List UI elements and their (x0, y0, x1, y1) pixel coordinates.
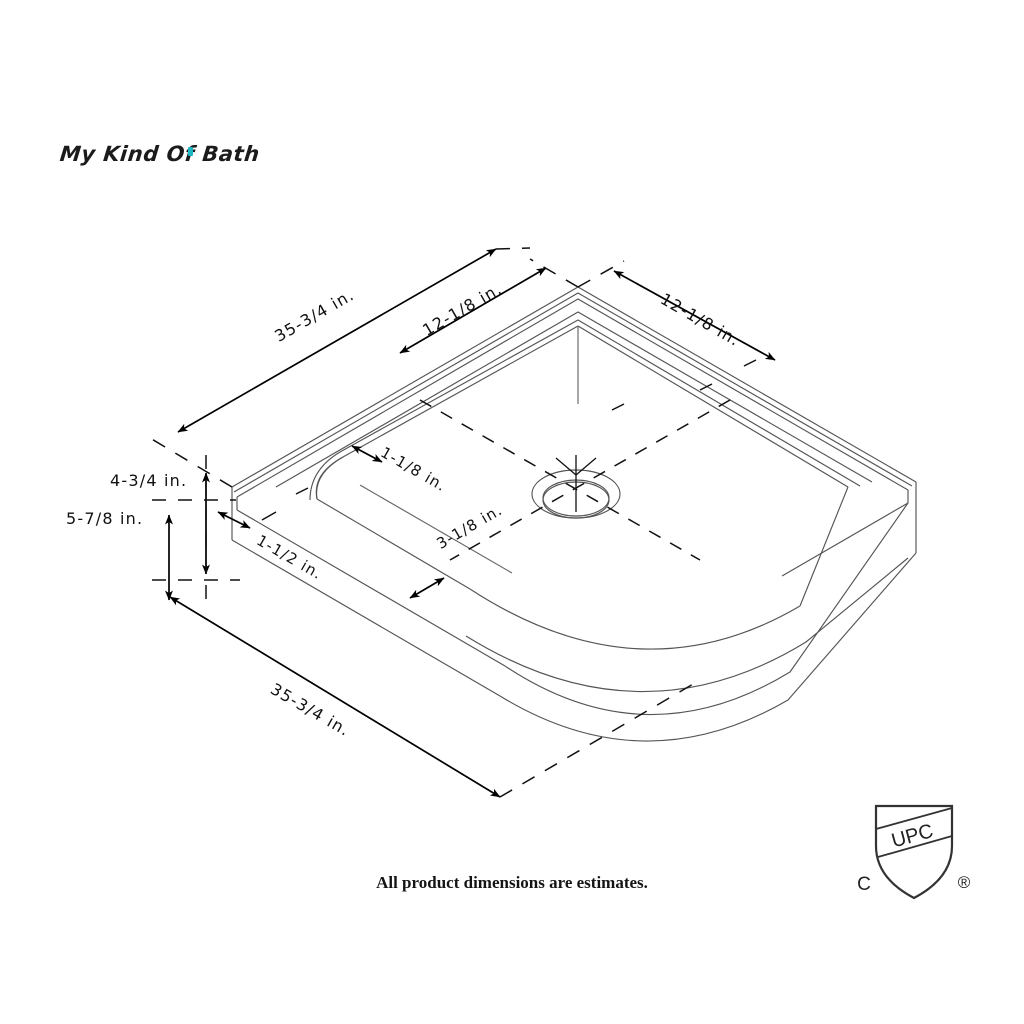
extension-dashed-lines (149, 247, 701, 798)
dimline-top-inner-left (399, 267, 547, 354)
dim-label-threshold-height: 4-3/4 in. (110, 471, 188, 490)
dimline-rim-width-left (217, 511, 251, 529)
cupc-registered-symbol: ® (958, 873, 971, 892)
cupc-certification-logo: UPC C ® (852, 786, 976, 904)
shield-outline-icon (874, 804, 954, 900)
dimline-rim-width-front (409, 577, 445, 599)
dimline-top-right-length (613, 270, 776, 361)
footer-disclaimer: All product dimensions are estimates. (376, 873, 648, 892)
dim-label-overall-height: 5-7/8 in. (66, 509, 144, 528)
dimline-top-left-length (177, 248, 497, 433)
cupc-left-letter: C (857, 874, 871, 895)
brand-logo: My Kind Of Bath (59, 136, 320, 172)
shower-base-object-lines (231, 286, 917, 742)
drain-centre-marker (555, 455, 597, 512)
tick-marks (261, 359, 757, 521)
dimline-bottom-left-length (169, 596, 501, 798)
teal-dot-accent-icon (188, 147, 193, 156)
shield-band-top-line (875, 807, 953, 830)
shield-band-bottom-line (877, 835, 953, 858)
dimline-inner-ledge-left (351, 445, 383, 463)
